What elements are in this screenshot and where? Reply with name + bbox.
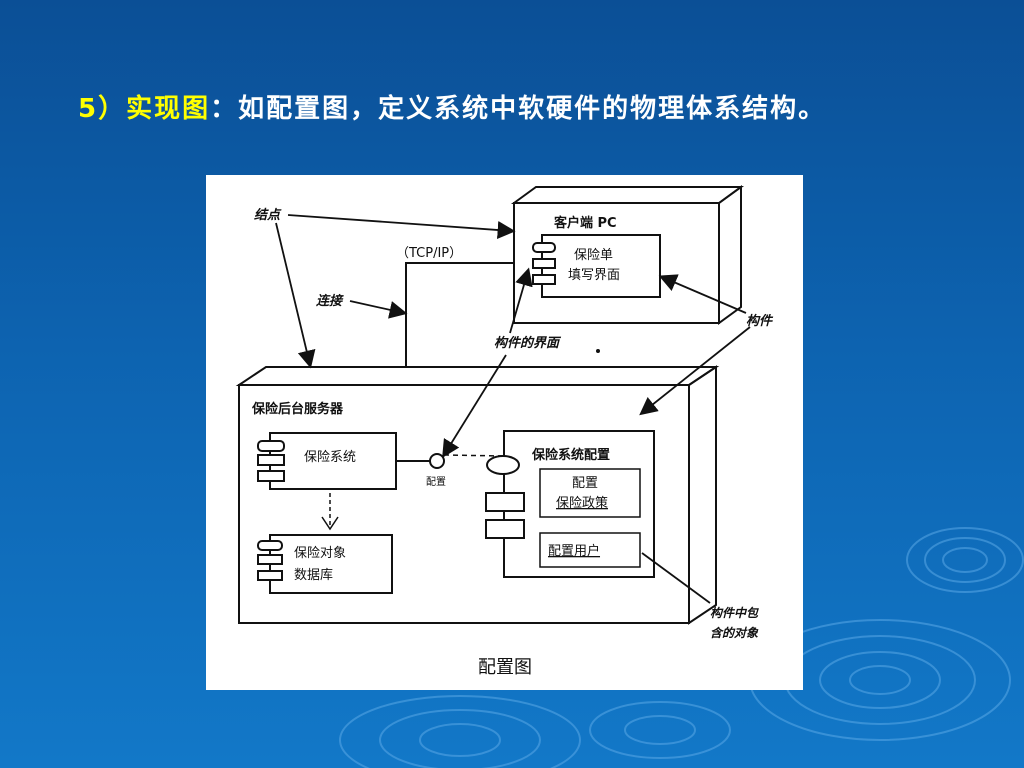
- server-node-label: 保险后台服务器: [251, 401, 344, 417]
- annotation-component: 构件: [746, 313, 774, 329]
- insurance-system-component: [257, 432, 397, 490]
- title-text: ：如配置图，定义系统中软硬件的物理体系结构。: [210, 94, 827, 124]
- deployment-diagram-figure: 客户端 PC 保险单 填写界面 保险后台服务器 （TCP/IP） 保险系统: [206, 175, 803, 690]
- database-line1: 保险对象: [294, 546, 346, 561]
- config-user-label: 配置用户: [548, 543, 600, 559]
- database-line2: 数据库: [294, 567, 333, 583]
- interface-label: 配置: [426, 476, 446, 488]
- annotation-component-interface: 构件的界面: [494, 335, 562, 351]
- config-policy-box: [539, 468, 641, 518]
- annotation-contained-line1: 构件中包: [710, 606, 759, 620]
- interface-circle: [429, 453, 445, 469]
- client-component-line2: 填写界面: [568, 268, 620, 283]
- client-node-label: 客户端 PC: [554, 215, 617, 231]
- database-component: [257, 534, 393, 594]
- client-component: [532, 234, 661, 298]
- client-component-line1: 保险单: [574, 248, 613, 263]
- tcp-ip-connection: [405, 262, 514, 367]
- config-user-box: [539, 532, 641, 568]
- annotation-connection: 连接: [316, 293, 344, 309]
- protocol-label: （TCP/IP）: [396, 246, 462, 261]
- config-policy-line2: 保险政策: [556, 495, 608, 511]
- figure-caption: 配置图: [478, 657, 532, 678]
- annotation-node: 结点: [254, 207, 282, 223]
- config-system-label: 保险系统配置: [531, 447, 610, 463]
- annotation-contained-line2: 含的对象: [710, 626, 759, 640]
- title-highlight: 5）实现图: [78, 94, 211, 124]
- config-policy-line1: 配置: [572, 476, 598, 491]
- insurance-system-label: 保险系统: [304, 450, 356, 465]
- server-node: [235, 365, 720, 625]
- slide-title: 5）实现图：如配置图，定义系统中软硬件的物理体系结构。: [78, 88, 1008, 125]
